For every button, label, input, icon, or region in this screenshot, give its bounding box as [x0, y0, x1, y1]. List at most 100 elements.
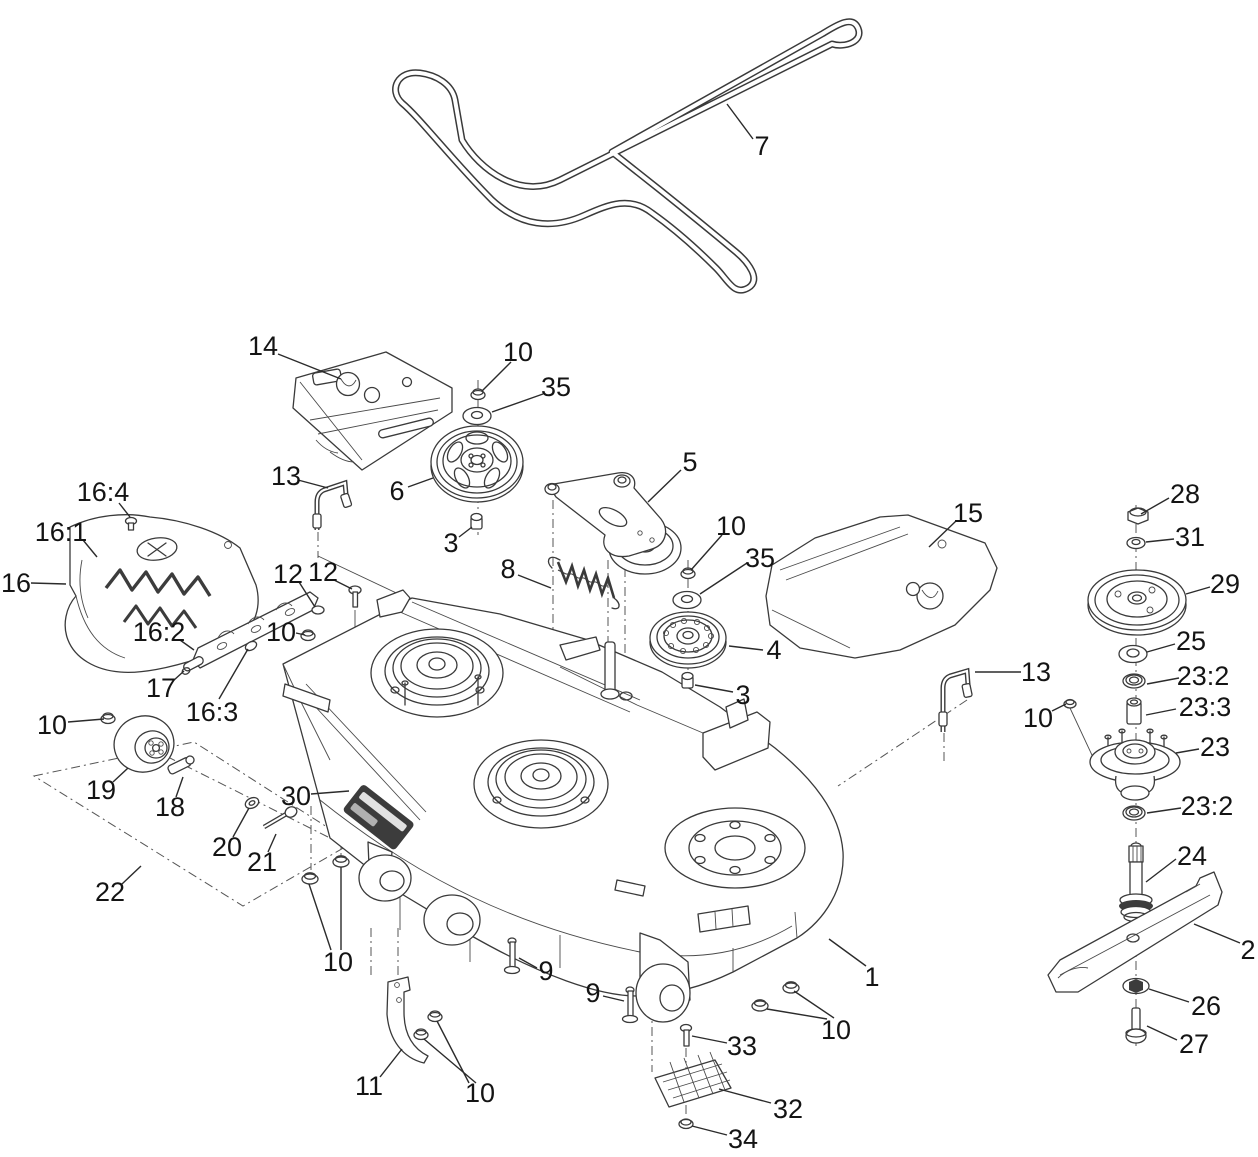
callout-label-21: 21	[247, 847, 277, 877]
leader-line-20	[232, 807, 250, 838]
spacer	[681, 671, 694, 689]
leader-line-14	[277, 353, 342, 380]
leader-line-23:2	[1146, 807, 1182, 814]
leader-line-23:2	[1146, 677, 1180, 685]
deck-bolt	[621, 986, 639, 1024]
support-rod-right	[938, 667, 973, 732]
leader-line-32	[718, 1088, 772, 1104]
callout-label-8: 8	[500, 554, 515, 584]
carriage-bolt	[348, 585, 362, 608]
mower-blade	[1047, 871, 1223, 993]
callout-label-33: 33	[727, 1031, 757, 1061]
leader-line-26	[1148, 988, 1190, 1003]
flange-nut	[300, 629, 316, 642]
leader-line-30	[310, 790, 350, 795]
leader-line-24	[1145, 858, 1177, 883]
leader-line-10	[423, 1038, 477, 1084]
spindle-housing	[1089, 728, 1181, 801]
callout-label-17: 17	[146, 673, 176, 703]
leader-line-19	[112, 767, 129, 783]
left-spindle-assembly	[370, 628, 504, 718]
leader-line-15	[928, 520, 957, 548]
leader-line-1	[828, 938, 867, 967]
callout-label-26: 26	[1191, 991, 1221, 1021]
flange-nut	[413, 1028, 429, 1041]
spindle-shaft	[1119, 842, 1153, 923]
leader-line-16:2	[179, 639, 195, 651]
leader-line-35	[491, 393, 544, 413]
callout-label-23: 23	[1200, 732, 1230, 762]
leader-line-16	[30, 582, 67, 585]
leader-line-9	[518, 957, 538, 969]
leader-line-10	[690, 534, 723, 571]
blade-washer-nut	[1122, 977, 1150, 995]
mud-scraper	[386, 976, 429, 1064]
callout-label-10: 10	[821, 1015, 851, 1045]
callout-label-4: 4	[766, 635, 781, 665]
warning-decal	[282, 683, 751, 933]
leader-line-22	[121, 865, 142, 885]
belt-cover-right	[765, 514, 998, 659]
callout-label-9: 9	[538, 956, 553, 986]
leader-line-12	[298, 581, 316, 608]
extension-spring	[547, 556, 620, 610]
idler-arm	[544, 472, 682, 575]
center-spindle-assembly	[473, 739, 609, 829]
leader-line-34	[691, 1125, 728, 1136]
leader-line-4	[728, 645, 764, 651]
callout-label-16:3: 16:3	[186, 697, 239, 727]
leader-line-3	[694, 684, 734, 693]
wheel-bolt	[262, 806, 298, 829]
flange-nut	[100, 712, 116, 725]
callout-label-32: 32	[773, 1094, 803, 1124]
leader-line-10	[308, 883, 332, 951]
chute-hinge-strap	[192, 591, 319, 669]
callout-label-10: 10	[266, 617, 296, 647]
callout-label-23:2: 23:2	[1177, 661, 1230, 691]
deck-front-bracket	[376, 589, 411, 618]
callout-label-16: 16	[1, 568, 31, 598]
leader-line-16:4	[118, 502, 131, 518]
hinge-washer	[244, 640, 258, 652]
discharge-grate	[654, 1051, 732, 1108]
gauge-wheel	[113, 715, 175, 773]
leader-line-31	[1145, 538, 1175, 543]
callout-label-10: 10	[465, 1078, 495, 1108]
callout-label-22: 22	[95, 877, 125, 907]
leader-line-10	[295, 632, 306, 636]
callout-label-9: 9	[585, 978, 600, 1008]
callout-label-27: 27	[1179, 1029, 1209, 1059]
leader-line-9	[602, 995, 625, 1002]
leader-line-6	[407, 477, 434, 488]
callout-label-16:4: 16:4	[77, 477, 130, 507]
callout-label-15: 15	[953, 498, 983, 528]
leader-line-10	[766, 1008, 828, 1020]
idler-pulley	[649, 611, 727, 669]
callout-label-3: 3	[443, 528, 458, 558]
leader-line-18	[175, 776, 184, 798]
flange-nut	[332, 855, 350, 868]
leader-line-10	[481, 361, 512, 392]
deck-bolt	[503, 937, 521, 975]
mower-deck-shell	[282, 589, 844, 1023]
leader-line-27	[1146, 1025, 1178, 1041]
callout-label-23:2: 23:2	[1181, 791, 1234, 821]
blade-bolt	[1125, 1007, 1147, 1044]
wheel-spacer	[167, 755, 195, 775]
leader-line-2	[1193, 923, 1241, 944]
belt-cover-left	[292, 351, 453, 471]
spindle-nut	[1127, 507, 1149, 525]
callout-label-23:3: 23:3	[1179, 692, 1232, 722]
callout-label-35: 35	[541, 372, 571, 402]
callout-label-7: 7	[754, 131, 769, 161]
chute-screw	[124, 516, 138, 531]
callout-label-25: 25	[1176, 626, 1206, 656]
leader-line-35	[699, 562, 748, 595]
callout-label-1: 1	[864, 962, 879, 992]
bearing-sleeve	[1126, 697, 1142, 725]
callout-label-12: 12	[308, 557, 338, 587]
leader-line-8	[517, 574, 552, 589]
